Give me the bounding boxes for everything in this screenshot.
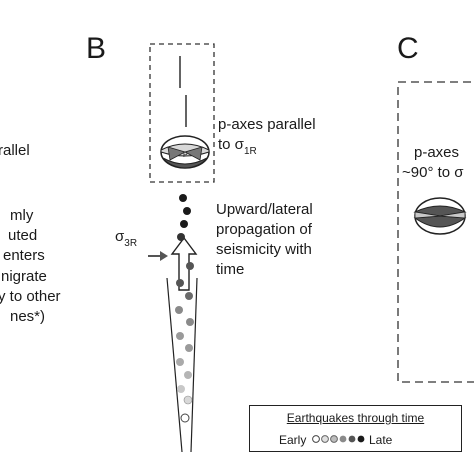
panel-a-text-3: uted — [8, 227, 38, 244]
panel-label-b: B — [86, 32, 107, 65]
propagation-line-3: seismicity with — [216, 241, 312, 258]
earthquake-dot — [180, 413, 190, 423]
earthquake-dot — [180, 220, 188, 228]
svg-text:P: P — [183, 152, 188, 159]
legend-circle-late — [357, 435, 365, 443]
earthquake-dot — [176, 358, 184, 366]
earthquake-dot — [175, 306, 183, 314]
earthquake-dot — [177, 233, 185, 241]
focal-mechanism-b: P — [160, 135, 210, 169]
p-axes-parallel-text: p-axes parallel — [218, 116, 316, 133]
panel-a-text-4: enters — [3, 247, 45, 264]
legend-circles — [312, 435, 365, 443]
legend-circle — [348, 435, 356, 443]
fault-zone-left-line — [166, 277, 183, 453]
earthquake-dot — [185, 344, 193, 352]
focal-mechanism-c — [413, 197, 467, 235]
propagation-line-1: Upward/lateral — [216, 201, 313, 218]
p-axes-sigma-text: to σ1R — [218, 136, 257, 157]
legend-circle — [339, 435, 347, 443]
legend-circle — [330, 435, 338, 443]
panel-a-text-1: rallel — [0, 142, 30, 159]
panel-c-dashed-box — [397, 81, 474, 383]
legend-circle — [321, 435, 329, 443]
earthquake-dot — [186, 318, 194, 326]
earthquake-dot — [179, 194, 187, 202]
panel-b-dashed-box — [149, 43, 215, 183]
earthquake-dot — [185, 292, 193, 300]
earthquake-dot — [176, 332, 184, 340]
earthquake-dot — [186, 262, 194, 270]
earthquake-dot — [183, 395, 193, 405]
legend-circle-early — [312, 435, 320, 443]
panel-a-text-7: nes*) — [10, 308, 46, 325]
legend-title: Earthquakes through time — [286, 411, 425, 425]
panel-a-text-2: mly — [10, 207, 34, 224]
fault-zone-right-line — [190, 277, 198, 453]
earthquake-dot — [176, 279, 184, 287]
legend-late-label: Late — [369, 433, 393, 447]
panel-label-c: C — [397, 32, 419, 65]
legend-early-label: Early — [279, 433, 307, 447]
earthquake-dot — [177, 385, 185, 393]
panel-c-text-1: p-axes — [414, 144, 460, 161]
sigma-3r-label: σ3R — [115, 228, 138, 249]
panel-a-text-6: y to other — [0, 288, 61, 305]
panel-c-text-2: ~90° to σ — [402, 164, 464, 181]
panel-a-text-5: nigrate — [1, 268, 47, 285]
propagation-line-2: propagation of — [216, 221, 312, 238]
earthquake-dot — [184, 371, 192, 379]
earthquake-dot — [183, 207, 191, 215]
legend-box: Earthquakes through time Early Late — [249, 405, 462, 452]
sigma-3r-arrow — [148, 251, 168, 261]
propagation-line-4: time — [216, 261, 245, 278]
earthquake-circles — [175, 194, 194, 423]
upward-arrow — [170, 236, 198, 291]
